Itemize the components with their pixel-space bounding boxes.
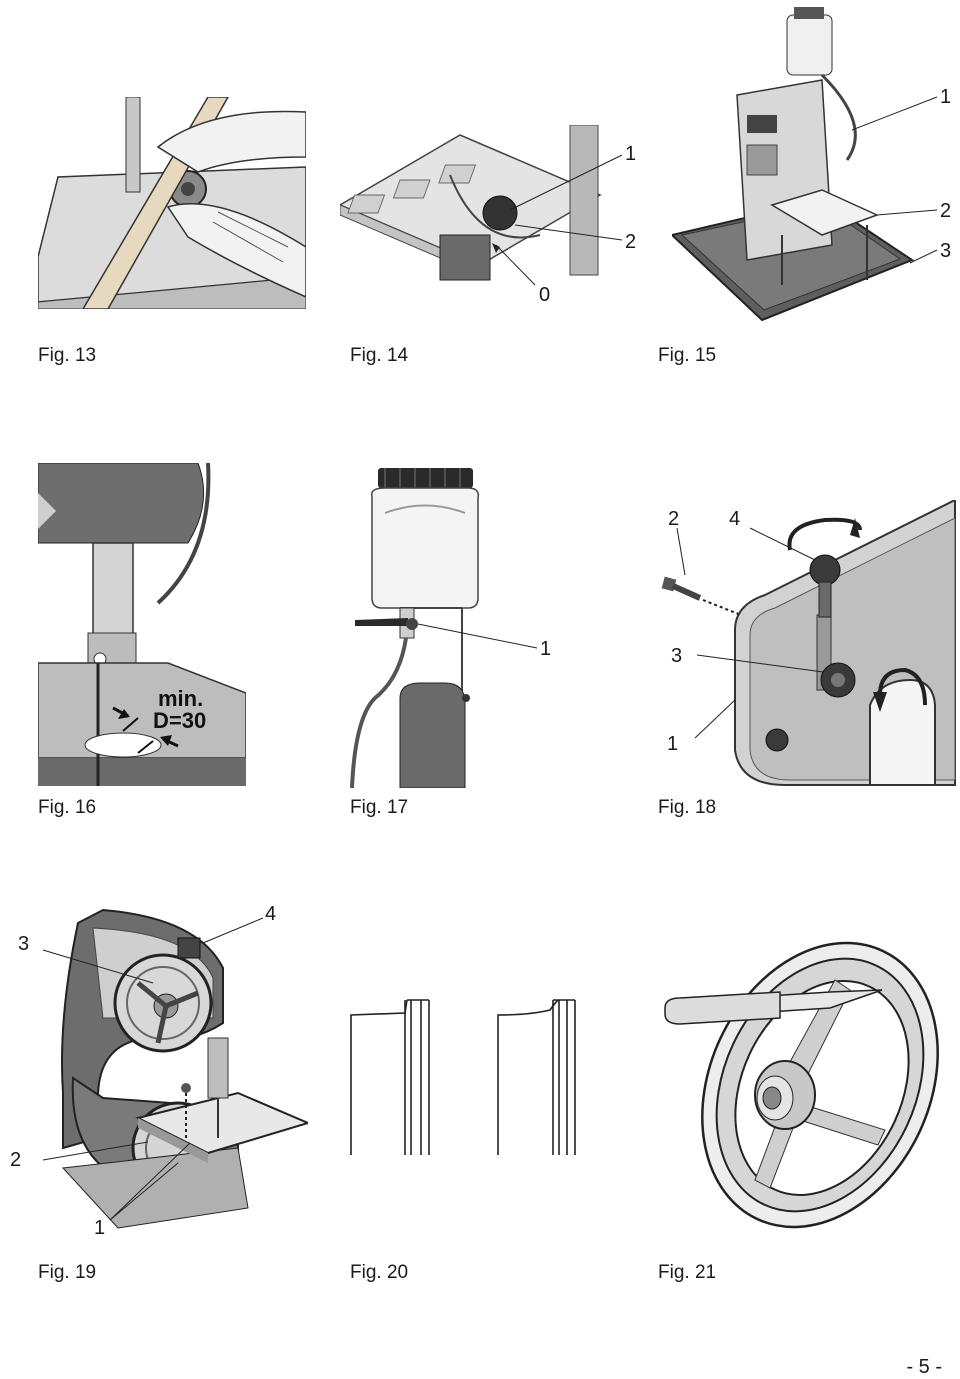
figure-13-caption: Fig. 13 <box>38 345 97 366</box>
fig14-callout-2: 2 <box>625 231 636 253</box>
figure-14-illustration: 1 2 0 <box>340 125 660 305</box>
figure-15-illustration: 1 2 3 <box>672 5 960 325</box>
fig18-callout-2: 2 <box>668 508 679 530</box>
fig19-callout-1: 1 <box>94 1217 105 1238</box>
fig19-callout-4: 4 <box>265 903 276 925</box>
fig18-callout-3: 3 <box>671 645 682 667</box>
fig16-label-min: min. <box>158 686 203 711</box>
figure-21-caption: Fig. 21 <box>658 1262 717 1283</box>
fig19-callout-2: 2 <box>10 1149 21 1171</box>
figure-18-caption: Fig. 18 <box>658 797 717 818</box>
figure-15-caption: Fig. 15 <box>658 345 717 366</box>
figure-19-illustration: 4 3 2 1 <box>8 898 308 1238</box>
figure-16-illustration: min. D=30 <box>38 463 246 786</box>
fig16-label-d30: D=30 <box>153 708 206 733</box>
figure-16-caption: Fig. 16 <box>38 797 97 818</box>
figure-20-illustration <box>345 995 585 1160</box>
figure-13-illustration <box>38 97 306 309</box>
fig15-callout-1: 1 <box>940 86 951 108</box>
fig14-callout-1: 1 <box>625 143 636 165</box>
fig15-callout-3: 3 <box>940 240 951 262</box>
fig14-callout-0: 0 <box>539 284 550 305</box>
fig15-callout-2: 2 <box>940 200 951 222</box>
figure-17-illustration: 1 <box>340 468 580 788</box>
figure-14-caption: Fig. 14 <box>350 345 409 366</box>
figure-18-illustration: 2 4 3 1 <box>655 500 960 790</box>
figure-20-caption: Fig. 20 <box>350 1262 409 1283</box>
fig18-callout-1: 1 <box>667 733 678 755</box>
fig18-callout-4: 4 <box>729 508 740 530</box>
fig19-callout-3: 3 <box>18 933 29 955</box>
page-number: - 5 - <box>906 1356 942 1378</box>
figure-21-illustration <box>660 920 940 1240</box>
figure-19-caption: Fig. 19 <box>38 1262 97 1283</box>
fig17-callout-1: 1 <box>540 638 551 660</box>
figure-17-caption: Fig. 17 <box>350 797 409 818</box>
